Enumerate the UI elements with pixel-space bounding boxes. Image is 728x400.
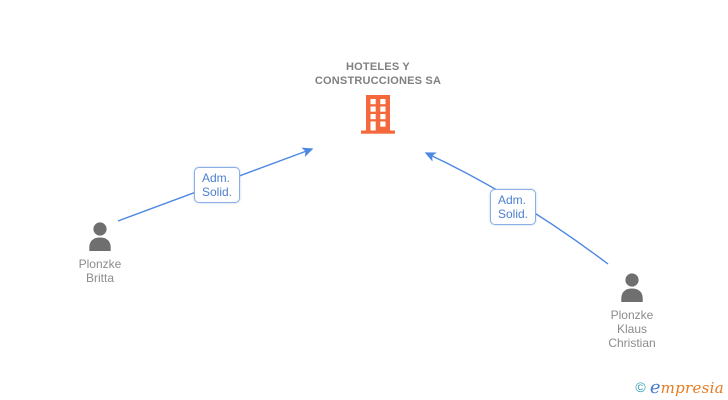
edge-label-line-1: Adm.: [202, 171, 231, 185]
brand-initial: e: [649, 377, 661, 398]
edge-label-line-2: Solid.: [202, 185, 233, 199]
company-name-line-2: CONSTRUCCIONES SA: [314, 75, 442, 87]
person-name-line-1: Plonzke: [78, 257, 122, 271]
copyright-icon: ©: [635, 379, 646, 395]
company-node[interactable]: HOTELES Y CONSTRUCCIONES SA: [278, 60, 478, 142]
empresia-logo[interactable]: © empresia: [635, 377, 724, 398]
person-icon: [89, 222, 111, 251]
company-name-line-1: HOTELES Y: [346, 61, 410, 73]
building-icon[interactable]: [361, 95, 395, 134]
brand-rest: mpresia: [660, 379, 724, 397]
edge-label-klaus: Adm. Solid.: [490, 189, 537, 225]
person-name-line-3: Christian: [608, 336, 656, 350]
person-name-line-2: Klaus: [616, 322, 648, 336]
edge-label-line-2: Solid.: [498, 207, 529, 221]
person-icon: [621, 273, 643, 302]
company-name: HOTELES Y CONSTRUCCIONES SA: [278, 60, 478, 88]
brand-name: empresia: [649, 377, 724, 398]
person-node-plonzke-klaus-christian[interactable]: Plonzke Klaus Christian: [587, 272, 677, 350]
person-node-plonzke-britta[interactable]: Plonzke Britta: [55, 221, 145, 285]
person-name-line-1: Plonzke: [610, 308, 654, 322]
person-name-line-2: Britta: [85, 271, 114, 285]
edge-label-line-1: Adm.: [498, 193, 527, 207]
edge-label-britta: Adm. Solid.: [194, 167, 241, 203]
